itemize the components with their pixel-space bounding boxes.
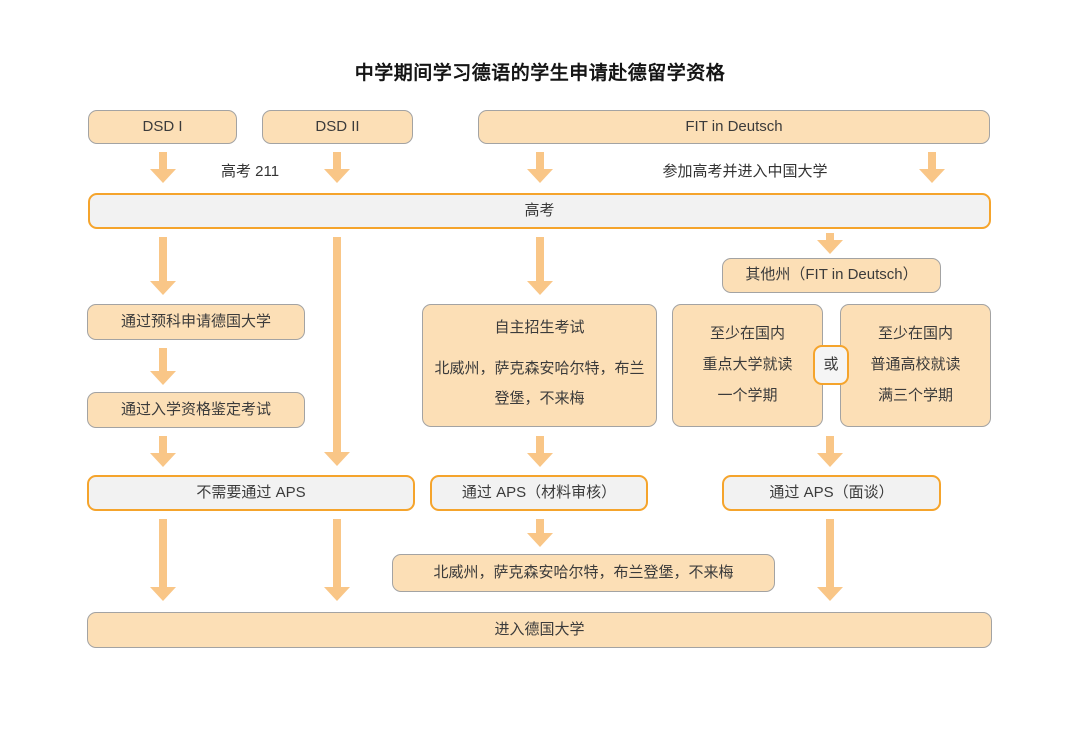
label-gaokao-enter-chinese-university: 参加高考并进入中国大学 [662, 163, 828, 180]
arrow-gaokao-to-foundation-icon [150, 237, 176, 295]
node-dsd-ii: DSD II [262, 110, 413, 144]
arrow-gaokao-to-other-states-icon [817, 233, 843, 254]
arrow-gaokao-to-no-aps-icon [324, 237, 350, 466]
node-regular-university-semesters: 至少在国内 普通高校就读 满三个学期 [840, 304, 991, 427]
node-feststellung-exam: 通过入学资格鉴定考试 [87, 392, 305, 428]
label-gaokao-211: 高考 211 [220, 163, 280, 180]
node-no-aps-needed: 不需要通过 APS [87, 475, 415, 511]
independent-exam-states: 北威州，萨克森安哈尔特，布兰登堡，不来梅 [434, 360, 645, 407]
arrow-gaokao-to-exam-icon [527, 237, 553, 295]
arrow-foundation-to-feststellung-icon [150, 348, 176, 385]
independent-exam-title: 自主招生考试 [494, 319, 585, 337]
node-aps-document-review: 通过 APS（材料审核） [430, 475, 648, 511]
node-foundation-application: 通过预科申请德国大学 [87, 304, 305, 340]
arrow-no-aps-left-to-enter-icon [150, 519, 176, 601]
arrow-aps-review-to-states-icon [527, 519, 553, 547]
node-enter-german-university: 进入德国大学 [87, 612, 992, 648]
node-aps-interview: 通过 APS（面谈） [722, 475, 941, 511]
arrow-dsd1-to-gaokao-icon [150, 152, 176, 183]
arrow-study-to-aps-interview-icon [817, 436, 843, 467]
node-independent-exam: 自主招生考试 北威州，萨克森安哈尔特，布兰登堡，不来梅 [422, 304, 657, 427]
arrow-no-aps-right-to-enter-icon [324, 519, 350, 601]
arrow-dsd2-to-gaokao-icon [324, 152, 350, 183]
node-fit-in-deutsch: FIT in Deutsch [478, 110, 990, 144]
page-title: 中学期间学习德语的学生申请赴德留学资格 [354, 63, 726, 84]
arrow-feststellung-to-no-aps-icon [150, 436, 176, 467]
arrow-aps-interview-to-enter-icon [817, 519, 843, 601]
node-other-states-fit: 其他州（FIT in Deutsch） [722, 258, 941, 293]
node-or: 或 [813, 345, 849, 385]
arrow-fit-right-to-gaokao-icon [919, 152, 945, 183]
node-dsd-i: DSD I [88, 110, 237, 144]
node-key-university-semester: 至少在国内 重点大学就读 一个学期 [672, 304, 823, 427]
arrow-fit-left-to-gaokao-icon [527, 152, 553, 183]
node-gaokao: 高考 [88, 193, 991, 229]
node-four-states: 北威州，萨克森安哈尔特，布兰登堡，不来梅 [392, 554, 775, 592]
arrow-exam-to-aps-review-icon [527, 436, 553, 467]
